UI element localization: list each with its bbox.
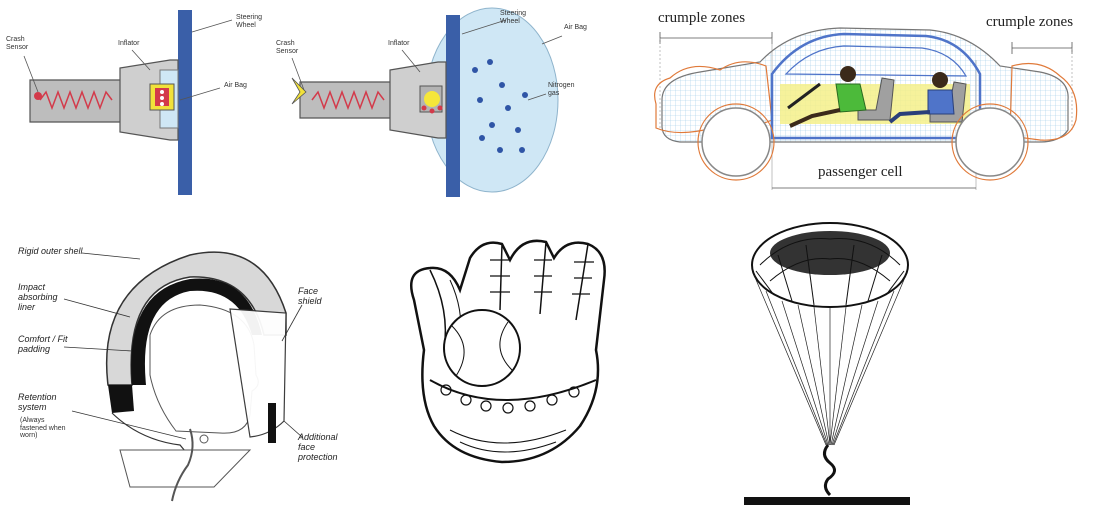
label-nitrogen-gas: Nitrogen gas — [548, 82, 582, 97]
label-comfort-fit-padding: Comfort / Fit padding — [18, 335, 74, 355]
label-crash-sensor: Crash Sensor — [276, 40, 312, 55]
airbag-deployed-drawing — [270, 0, 610, 200]
rear-wheel — [956, 108, 1024, 176]
label-face-shield: Face shield — [298, 287, 330, 307]
label-steering-wheel: Steering Wheel — [500, 10, 540, 25]
label-crumple-zones-front: crumple zones — [658, 10, 745, 27]
parachute-drawing — [730, 215, 930, 512]
parachute-illustration — [730, 215, 930, 512]
payload-figure — [824, 445, 834, 495]
helmet-diagram: Rigid outer shell Impact absorbing liner… — [0, 225, 360, 510]
label-retention-system: Retention system — [18, 393, 70, 413]
helmet-drawing — [0, 225, 360, 510]
ground-bar — [744, 497, 910, 505]
baseball — [444, 310, 520, 386]
label-impact-absorbing-liner: Impact absorbing liner — [18, 283, 70, 313]
label-inflator: Inflator — [388, 40, 409, 48]
label-crash-sensor: Crash Sensor — [6, 36, 42, 51]
steering-wheel-column — [446, 15, 460, 197]
shield-edge — [268, 403, 276, 443]
front-wheel — [702, 108, 770, 176]
car-crumple-zone-diagram: crumple zones crumple zones passenger ce… — [640, 0, 1100, 205]
label-rigid-outer-shell: Rigid outer shell — [18, 247, 83, 257]
label-inflator: Inflator — [118, 40, 139, 48]
airbag-deployed-diagram: Crash Sensor Inflator Steering Wheel Air… — [270, 0, 610, 200]
glove-drawing — [390, 230, 640, 480]
baseball-glove-illustration — [390, 230, 640, 480]
label-air-bag: Air Bag — [224, 82, 247, 90]
label-passenger-cell: passenger cell — [818, 164, 903, 181]
label-additional-face-protection: Additional face protection — [298, 433, 354, 463]
steering-wheel-column — [178, 10, 192, 195]
label-retention-note: (Always fastened when worn) — [20, 417, 68, 440]
inflator-burst — [424, 91, 440, 107]
driver-head — [840, 66, 856, 82]
passenger-head — [932, 72, 948, 88]
label-crumple-zones-rear: crumple zones — [986, 14, 1073, 31]
label-air-bag: Air Bag — [564, 24, 587, 32]
passenger-body — [928, 90, 954, 114]
